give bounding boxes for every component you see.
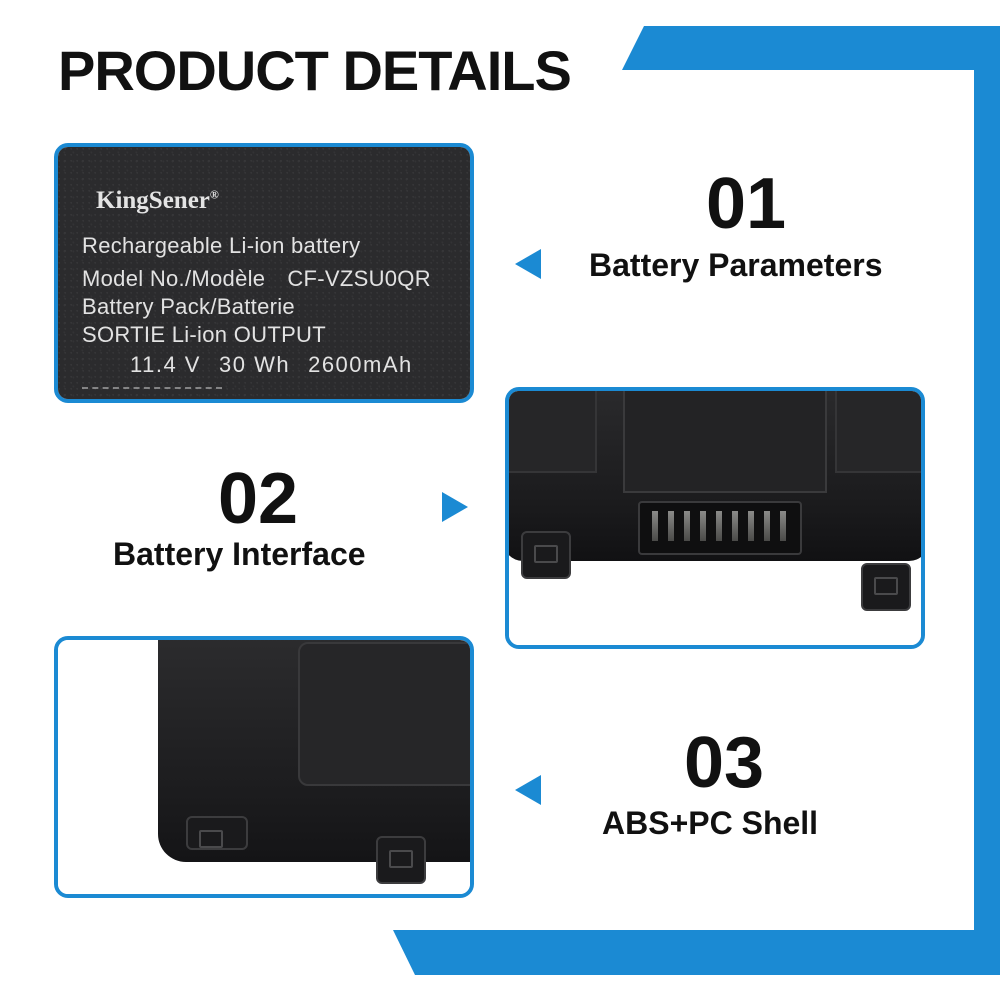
- feature-number-03: 03: [684, 723, 765, 803]
- battery-label-photo: KingSener® Rechargeable Li-ion battery M…: [54, 143, 474, 403]
- connector-pin: [748, 511, 754, 541]
- connector-pin: [732, 511, 738, 541]
- page-title: PRODUCT DETAILS: [58, 39, 572, 102]
- connector-pin: [700, 511, 706, 541]
- feature-number-02: 02: [218, 459, 299, 539]
- energy-value: 30 Wh: [218, 352, 291, 377]
- capacity-value: 2600mAh: [308, 352, 413, 377]
- brand-name: KingSener: [96, 187, 210, 214]
- label-surface: [58, 147, 470, 399]
- right-arrow-icon: [442, 492, 468, 522]
- connector-pin: [668, 511, 674, 541]
- connector-port: [638, 501, 802, 555]
- feature-caption-battery-interface: Battery Interface: [113, 536, 366, 572]
- label-cutoff-text: [82, 387, 222, 399]
- feature-caption-abs-pc-shell: ABS+PC Shell: [602, 805, 819, 841]
- frame-top-bar: [622, 26, 1000, 70]
- label-line-output: SORTIE Li-ion OUTPUT: [82, 322, 326, 347]
- battery-shell-photo: [54, 636, 474, 898]
- connector-pin: [780, 511, 786, 541]
- model-label: Model No./Modèle: [82, 266, 266, 291]
- battery-body: [509, 391, 921, 561]
- feature-number-01: 01: [706, 164, 787, 244]
- label-line-type: Rechargeable Li-ion battery: [82, 233, 361, 258]
- brand-logo: KingSener®: [96, 187, 219, 215]
- frame-top-notch: [622, 26, 644, 70]
- latch-clip: [521, 531, 571, 579]
- model-number: CF-VZSU0QR: [287, 266, 431, 291]
- label-line-specs: 11.4 V 30 Wh 2600mAh: [130, 352, 431, 378]
- frame-bottom-notch: [393, 930, 415, 975]
- label-line-model: Model No./Modèle CF-VZSU0QR: [82, 266, 431, 292]
- left-arrow-icon: [515, 775, 541, 805]
- label-line-pack: Battery Pack/Batterie: [82, 294, 295, 319]
- latch-clip: [376, 836, 426, 884]
- latch-clip: [861, 563, 911, 611]
- battery-interface-photo: [505, 387, 925, 649]
- latch-clip: [186, 816, 248, 850]
- frame-right-bar: [974, 26, 1000, 986]
- feature-caption-battery-parameters: Battery Parameters: [589, 247, 883, 283]
- connector-pin: [716, 511, 722, 541]
- registered-mark: ®: [209, 187, 219, 202]
- left-arrow-icon: [515, 249, 541, 279]
- connector-pin: [764, 511, 770, 541]
- connector-pin: [652, 511, 658, 541]
- frame-bottom-margin: [393, 975, 1000, 1000]
- connector-pin: [684, 511, 690, 541]
- frame-bottom-bar: [393, 930, 1000, 975]
- voltage-value: 11.4 V: [130, 352, 201, 377]
